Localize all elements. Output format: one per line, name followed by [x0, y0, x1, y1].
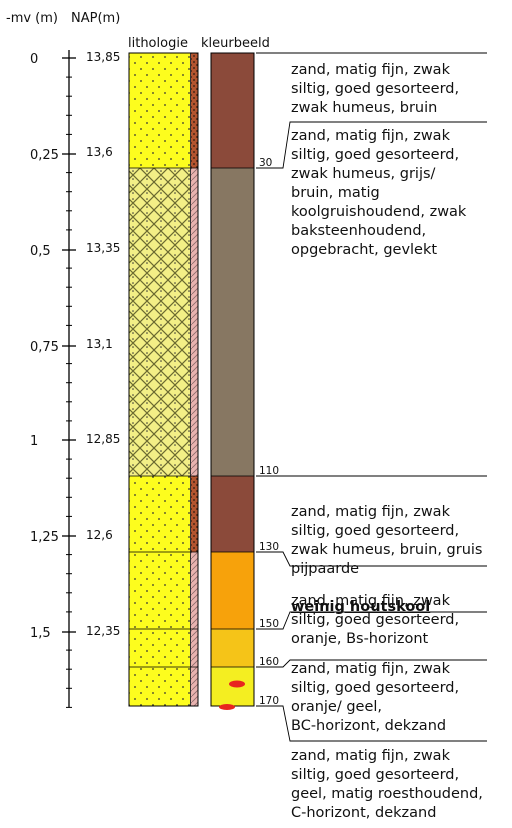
nap-label: 13,85 [86, 50, 120, 64]
layer-description: zand, matig fijn, zwak siltig, goed geso… [291, 593, 460, 647]
color-column-label: kleurbeeld [201, 36, 270, 51]
rust-spot [219, 704, 235, 710]
nap-tick-labels: 13,85 13,6 13,35 13,1 12,85 12,6 12,35 [86, 50, 120, 638]
layer-description: zand, matig fijn, zwak siltig, goed geso… [291, 128, 467, 258]
nap-label: 12,85 [86, 432, 120, 446]
depth-label: 0,25 [30, 148, 59, 163]
nap-label: 13,6 [86, 145, 113, 159]
depth-label: 1,25 [30, 530, 59, 545]
nap-axis-label: NAP(m) [71, 11, 120, 26]
lithology-strip-humus [191, 476, 198, 552]
boundary-label: 150 [259, 618, 279, 630]
depth-label: 1 [30, 434, 38, 449]
boundary-label: 160 [259, 656, 279, 668]
layer-description-block: zand, matig fijn, zwak siltig, goed geso… [291, 484, 482, 617]
lithology-layer-sand [129, 552, 190, 629]
lithology-layer-sand [129, 476, 190, 552]
depth-label: 0,75 [30, 340, 59, 355]
lithology-layer-sand [129, 629, 190, 667]
color-layer-brown [211, 476, 254, 552]
color-layer-orange-yellow [211, 629, 254, 667]
layer-description: zand, matig fijn, zwak siltig, goed geso… [291, 748, 483, 821]
layer-description-note: weinig houtskool [291, 599, 431, 615]
color-layer-grey-brown [211, 168, 254, 476]
boundary-label: 30 [259, 157, 272, 169]
depth-label: 1,5 [30, 626, 51, 641]
rust-spot [229, 680, 245, 688]
lithology-strip-mixed [191, 168, 198, 476]
nap-label: 12,35 [86, 624, 120, 638]
depth-label: 0 [30, 52, 38, 67]
nap-label: 13,35 [86, 241, 120, 255]
depth-axis-label: -mv (m) [6, 11, 58, 26]
depth-tick-labels: 0 0,25 0,5 0,75 1 1,25 1,5 [30, 52, 59, 641]
depth-axis-minor-ticks [66, 76, 72, 708]
depth-axis-major-ticks [62, 57, 76, 633]
nap-label: 13,1 [86, 337, 113, 351]
layer-description: zand, matig fijn, zwak siltig, goed geso… [291, 504, 483, 577]
lithology-strip-humus [191, 53, 198, 168]
lithology-column-label: lithologie [128, 36, 188, 51]
lithology-layer-sand [129, 667, 190, 706]
lithology-column [128, 52, 199, 707]
leader-lines [256, 52, 487, 742]
layer-description: zand, matig fijn, zwak siltig, goed geso… [291, 62, 460, 116]
color-layer-orange [211, 552, 254, 629]
boundary-label: 110 [259, 465, 279, 477]
depth-label: 0,5 [30, 244, 51, 259]
boundary-label: 130 [259, 541, 279, 553]
lithology-layer-sand [129, 53, 190, 168]
layer-description: zand, matig fijn, zwak siltig, goed geso… [291, 661, 460, 734]
nap-label: 12,6 [86, 528, 113, 542]
lithology-layer-fill [129, 168, 190, 476]
boundary-labels: 30 110 130 150 160 170 [259, 157, 279, 707]
color-column [210, 52, 255, 710]
boundary-label: 170 [259, 695, 279, 707]
color-layer-brown [211, 53, 254, 168]
